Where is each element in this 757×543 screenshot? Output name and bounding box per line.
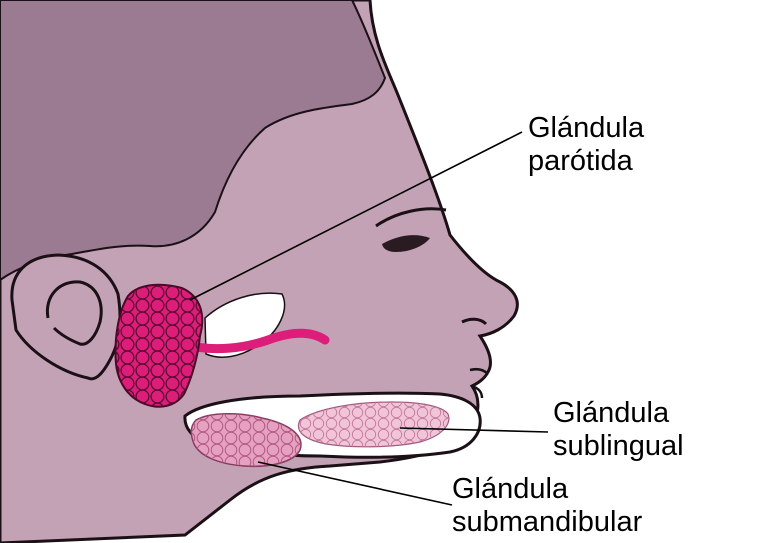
parotid-label-line2: parótida <box>528 145 634 177</box>
parotid-label-line1: Glándula <box>528 112 645 144</box>
submandibular-label-line2: submandibular <box>452 506 643 538</box>
sublingual-label-line2: sublingual <box>553 430 684 462</box>
submandibular-label-line1: Glándula <box>452 473 569 505</box>
submandibular-leader-line <box>258 462 452 505</box>
sublingual-label-line1: Glándula <box>553 397 670 429</box>
